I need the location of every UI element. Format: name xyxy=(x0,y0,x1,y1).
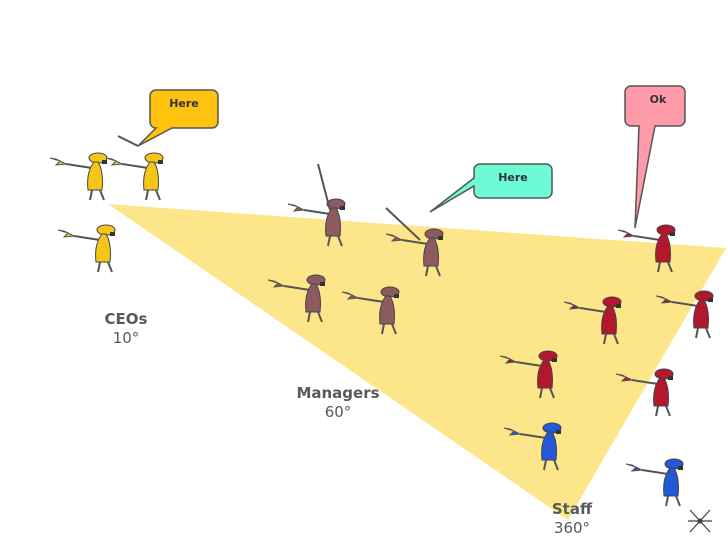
group-label-managers: Managers 60° xyxy=(288,384,388,422)
group-angle: 60° xyxy=(324,403,352,421)
bubble-text-ceo: Here xyxy=(169,97,199,110)
ceo-figures xyxy=(49,135,164,273)
group-label-ceos: CEOs 10° xyxy=(96,310,156,348)
speech-bubble-icon xyxy=(624,85,686,229)
speech-bubble-icon xyxy=(137,89,219,147)
group-title: Managers xyxy=(296,384,380,402)
pointing-figure-icon xyxy=(49,152,108,201)
group-title: CEOs xyxy=(104,310,148,328)
manager-figures xyxy=(267,163,444,335)
speech-bubble-icon xyxy=(429,163,553,213)
group-label-staff: Staff 360° xyxy=(542,500,602,538)
sparkle-icon xyxy=(688,509,712,533)
pointing-figure-icon xyxy=(625,458,684,507)
bubble-text-staff: Ok xyxy=(649,93,667,106)
pointing-figure-icon xyxy=(105,152,164,201)
group-angle: 10° xyxy=(112,329,140,347)
group-title: Staff xyxy=(551,500,593,518)
perspective-wedge xyxy=(108,204,726,520)
bubble-text-manager: Here xyxy=(498,171,528,184)
pointing-figure-icon xyxy=(57,224,116,273)
group-angle: 360° xyxy=(553,519,591,537)
